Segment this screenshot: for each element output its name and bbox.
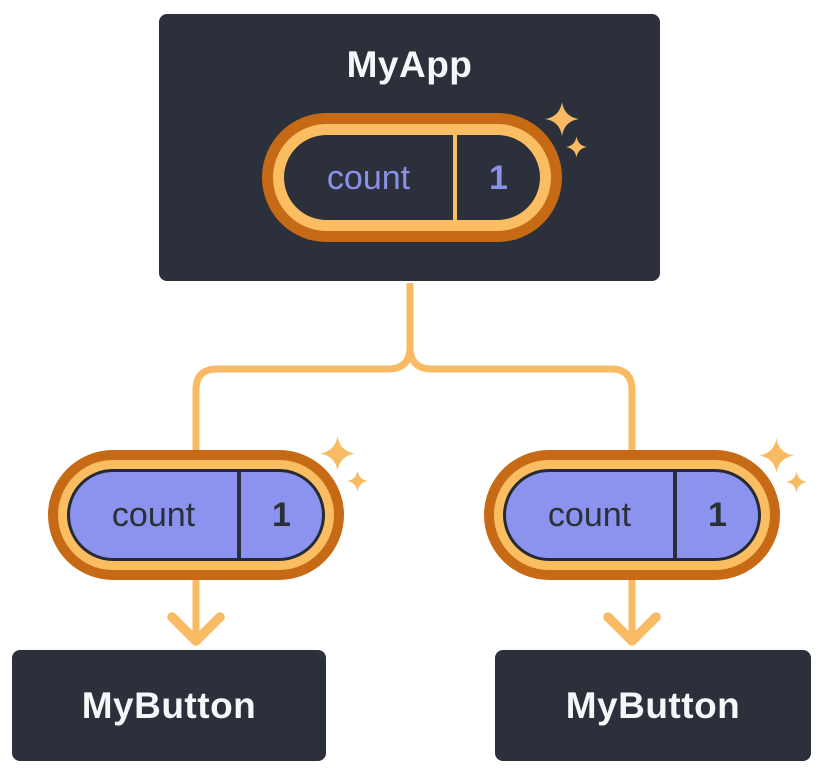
state-label: count xyxy=(111,496,196,534)
state-pill-divider xyxy=(453,135,457,220)
arrow-down-icon xyxy=(603,612,661,646)
state-label: count xyxy=(547,496,632,534)
state-pill-ring: count 1 xyxy=(58,460,334,570)
connector-right-branch xyxy=(406,281,636,637)
state-value: 1 xyxy=(272,496,291,534)
state-value: 1 xyxy=(489,158,508,197)
sparkle-icon xyxy=(320,436,355,471)
component-title: MyApp xyxy=(346,44,473,85)
sparkle-icon xyxy=(347,470,368,492)
sparkle-icon xyxy=(566,136,587,158)
sparkle-icon xyxy=(545,102,579,136)
state-pill-right-child: count 1 xyxy=(484,450,780,580)
state-pill-divider xyxy=(673,472,677,558)
component-card-mybutton-right: MyButton xyxy=(493,648,813,763)
state-pill-ring: count 1 xyxy=(273,124,551,231)
state-pill-body: count 1 xyxy=(284,135,540,220)
state-pill-root: count 1 xyxy=(262,113,562,242)
state-pill-ring: count 1 xyxy=(494,460,770,570)
state-pill-left-child: count 1 xyxy=(48,450,344,580)
sparkle-icon xyxy=(759,438,794,473)
component-title: MyButton xyxy=(81,685,257,726)
component-title: MyButton xyxy=(565,685,741,726)
state-pill-body: count 1 xyxy=(67,469,325,561)
state-pill-body: count 1 xyxy=(503,469,761,561)
component-card-mybutton-left: MyButton xyxy=(10,648,328,763)
sparkle-icon xyxy=(786,471,807,493)
state-pill-divider xyxy=(237,472,241,558)
state-value: 1 xyxy=(708,496,727,534)
state-label: count xyxy=(326,158,411,197)
arrow-down-icon xyxy=(167,612,225,646)
